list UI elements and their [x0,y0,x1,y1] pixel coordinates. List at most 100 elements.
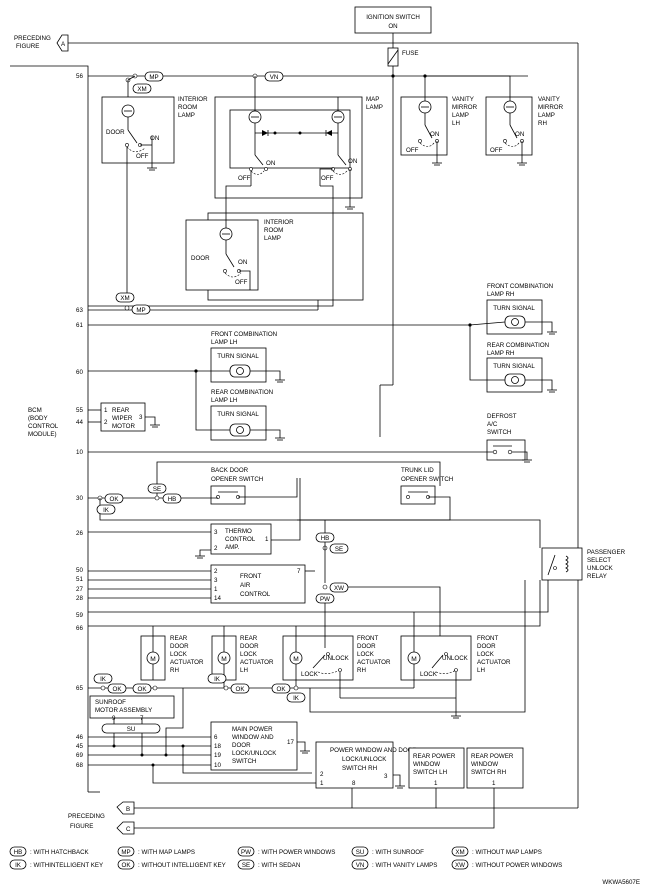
svg-text:2: 2 [214,568,218,575]
svg-text:LOCK: LOCK [357,651,375,658]
code-mp-63: MP [131,304,151,315]
code-xm-63: XM [115,292,135,311]
svg-text:DEFROST: DEFROST [487,413,517,420]
rear-combination-lamp-lh: REAR COMBINATION LAMP LH TURN SIGNAL [210,389,273,441]
svg-text:ON: ON [150,135,159,142]
code-ok-65-d: OK [271,683,299,694]
svg-text:XW: XW [334,585,344,592]
figure-id: WKWA5607E [602,879,640,886]
svg-text:FIGURE: FIGURE [70,823,93,830]
svg-text:LAMP RH: LAMP RH [487,291,514,298]
svg-text:59: 59 [76,612,83,619]
code-ik-30: IK [96,504,116,515]
svg-text:3: 3 [384,773,388,780]
svg-text:7: 7 [297,568,301,575]
svg-text:XM: XM [120,295,129,302]
rear-wiper-motor: 1 2 3 REAR WIPER MOTOR [100,402,146,432]
svg-text:OK: OK [138,686,148,693]
svg-text:REAR: REAR [170,635,188,642]
back-door-opener-switch: BACK DOOR OPENER SWITCH [210,467,263,505]
svg-text:OFF: OFF [490,147,503,154]
svg-text:ON: ON [266,160,275,167]
svg-text:MAP: MAP [366,96,379,103]
code-hb-30: HB [154,493,182,504]
interior-room-lamp-top: DOOR ON OFF INTERIOR ROOM LAMP [101,96,208,165]
rear-power-window-switch-lh: REAR POWER WINDOW SWITCH LH 1 [408,747,465,789]
svg-text:DOOR: DOOR [232,742,251,749]
svg-text:XW: XW [455,862,465,869]
svg-text:REAR: REAR [240,635,258,642]
svg-text:OK: OK [113,686,123,693]
svg-text:SWITCH: SWITCH [232,758,256,765]
svg-text:FRONT: FRONT [240,573,262,580]
svg-text:SWITCH RH: SWITCH RH [342,765,377,772]
svg-text:3: 3 [214,529,218,536]
trunk-lid-opener-switch: TRUNK LID OPENER SWITCH [400,467,453,505]
svg-text:46: 46 [76,734,83,741]
svg-text:1: 1 [104,407,108,414]
svg-text:26: 26 [76,530,83,537]
svg-text:LOCK: LOCK [477,651,495,658]
svg-text:FIGURE: FIGURE [16,43,39,50]
svg-text:IK: IK [15,862,22,869]
svg-text:66: 66 [76,625,83,632]
svg-text:44: 44 [76,419,83,426]
svg-text:REAR COMBINATION: REAR COMBINATION [211,389,273,396]
svg-text:SU: SU [356,849,365,856]
svg-text:A/C: A/C [487,421,498,428]
code-xw: XW [322,582,349,593]
code-su: SU [101,723,161,734]
code-ik-65-mid: IK [207,673,227,684]
svg-text:MODULE): MODULE) [28,431,57,438]
svg-text:VN: VN [356,862,365,869]
svg-text:3: 3 [139,414,143,421]
svg-text:LAMP: LAMP [538,112,555,119]
legend-item: XM : WITHOUT MAP LAMPS [451,846,542,857]
svg-text:: WITHOUT POWER WINDOWS: : WITHOUT POWER WINDOWS [472,862,562,869]
svg-text:LAMP: LAMP [366,104,383,111]
svg-text:55: 55 [76,407,83,414]
svg-text:VN: VN [270,74,279,81]
svg-text:OK: OK [122,862,132,869]
svg-text:18: 18 [214,743,221,750]
svg-text:SE: SE [153,486,161,493]
svg-text:CONTROL: CONTROL [240,591,271,598]
svg-text:DOOR: DOOR [477,643,496,650]
svg-text:(BODY: (BODY [28,415,48,422]
svg-text:ROOM: ROOM [264,227,283,234]
thermo-control-amp: 3 1 2 THERMO CONTROL AMP. [210,523,272,555]
svg-text:ON: ON [515,131,524,138]
svg-text:VANITY: VANITY [538,96,560,103]
svg-text:RH: RH [357,667,366,674]
legend-item: SE : WITH SEDAN [237,859,300,870]
svg-text:LOCK/UNLOCK: LOCK/UNLOCK [232,750,277,757]
svg-text:FUSE: FUSE [402,50,419,57]
rear-combination-lamp-rh: REAR COMBINATION LAMP RH TURN SIGNAL [486,342,549,393]
svg-text:: WITH MAP LAMPS: : WITH MAP LAMPS [138,849,195,856]
svg-text:TURN SIGNAL: TURN SIGNAL [493,363,535,370]
svg-text:LH: LH [240,667,248,674]
svg-text:HB: HB [14,849,23,856]
svg-text:C: C [126,826,131,833]
svg-text:HB: HB [321,535,330,542]
legend: HB : WITH HATCHBACK MP : WITH MAP LAMPS … [9,846,562,870]
front-combination-lamp-rh: FRONT COMBINATION LAMP RH TURN SIGNAL [486,283,553,335]
svg-text:LAMP RH: LAMP RH [487,350,514,357]
svg-text:POWER WINDOW AND DOOR: POWER WINDOW AND DOOR [330,747,417,754]
svg-text:: WITH SEDAN: : WITH SEDAN [258,862,300,869]
svg-text:ACTUATOR: ACTUATOR [170,659,204,666]
svg-text:INTERIOR: INTERIOR [178,96,208,103]
power-window-rh-switch: POWER WINDOW AND DOOR LOCK/UNLOCK SWITCH… [315,741,417,789]
svg-text:LAMP LH: LAMP LH [211,339,237,346]
svg-text:MP: MP [121,849,130,856]
svg-text:A: A [61,41,66,48]
svg-text:: WITH POWER WINDOWS: : WITH POWER WINDOWS [258,849,335,856]
svg-text:SE: SE [242,862,250,869]
svg-text:UNLOCK: UNLOCK [587,565,614,572]
passenger-select-unlock-relay: PASSENGER SELECT UNLOCK RELAY [541,547,626,581]
svg-text:ON: ON [388,23,397,30]
svg-text:FRONT COMBINATION: FRONT COMBINATION [211,331,277,338]
svg-text:FRONT COMBINATION: FRONT COMBINATION [487,283,553,290]
code-ok-30: OK [97,493,124,504]
svg-text:REAR: REAR [112,407,130,414]
